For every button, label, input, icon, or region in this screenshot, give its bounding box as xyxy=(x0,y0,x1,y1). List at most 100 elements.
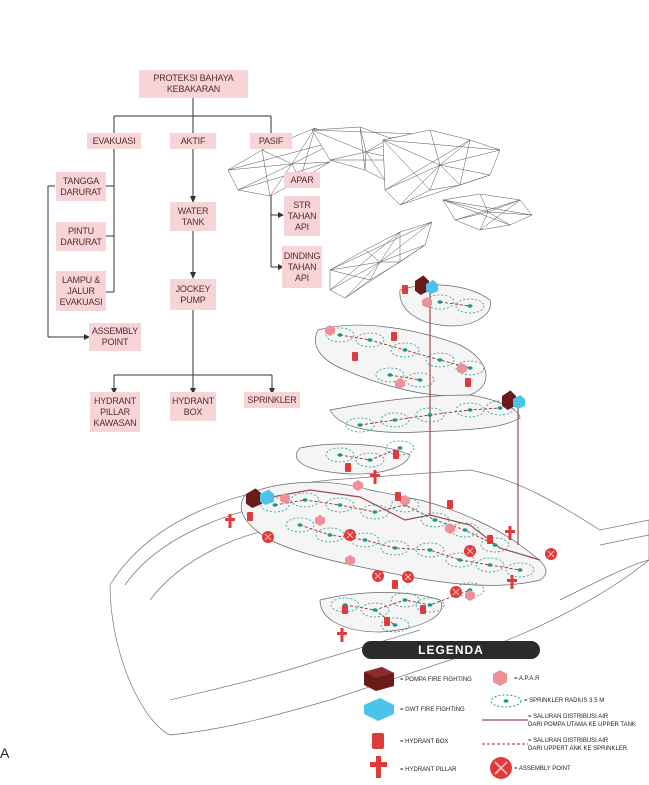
sprinkler-33 xyxy=(505,562,535,578)
sprinkler-31 xyxy=(445,552,475,568)
roof-5 xyxy=(329,221,433,299)
lampu-jalur-box: LAMPU & JALUR EVAKUASI xyxy=(56,271,106,311)
sprinkler-18 xyxy=(260,497,290,513)
hydrant-pillar-3 xyxy=(505,526,515,540)
hydrant-pillar-markers xyxy=(225,470,517,642)
hydrant-box-14 xyxy=(342,605,348,614)
sprinkler-17 xyxy=(385,440,415,456)
legend-apar-icon xyxy=(493,670,507,686)
legend-pompa-label: = POMPA FIRE FIGHTING xyxy=(400,677,472,683)
hydrant-box-5 xyxy=(393,450,399,459)
hydrant-box-7 xyxy=(247,512,253,521)
sprinkler-9 xyxy=(405,372,435,388)
hydrant-pillar-box: HYDRANT PILLAR KAWASAN xyxy=(90,392,140,432)
legend-gwt-label: = GWT FIRE FIGHTING xyxy=(400,707,465,713)
gwt-2 xyxy=(513,395,525,409)
sprinkler-19 xyxy=(290,492,320,508)
sprinkler-23 xyxy=(420,512,450,528)
pump-1 xyxy=(415,275,429,295)
hydrant-box-markers xyxy=(247,285,493,626)
pump-and-tank-markers xyxy=(246,275,525,508)
sprinkler-35 xyxy=(360,602,390,618)
platform-1 xyxy=(399,284,491,327)
sprinkler-13 xyxy=(455,402,485,418)
hydrant-pillar-1 xyxy=(225,514,235,528)
hydrant-box-4 xyxy=(465,378,471,387)
assembly-point-4 xyxy=(402,571,414,583)
gwt-1 xyxy=(426,280,438,294)
platform-2 xyxy=(314,324,487,397)
hydrant-box-6 xyxy=(345,463,351,472)
sprinkler-16 xyxy=(355,452,385,468)
legend-hydrant-pillar-icon xyxy=(370,756,387,778)
legend-symbols xyxy=(364,667,528,779)
hydrant-pillar-5 xyxy=(337,628,347,642)
sprinkler-21 xyxy=(360,504,390,520)
roof-wireframes xyxy=(227,126,533,299)
assembly-point-markers xyxy=(262,529,557,598)
dinding-tahan-api-box: DINDING TAHAN API xyxy=(282,246,322,288)
sprinkler-29 xyxy=(380,540,410,556)
sprinkler-14 xyxy=(485,400,515,416)
pasif-box: PASIF xyxy=(250,133,292,149)
sprinkler-line-7 xyxy=(299,524,521,571)
apar-2 xyxy=(325,325,335,336)
sprinkler-box: SPRINKLER xyxy=(244,392,300,408)
platform-5 xyxy=(240,481,547,586)
evakuasi-box: EVAKUASI xyxy=(87,133,141,149)
sprinkler-3 xyxy=(325,327,355,343)
hydrant-box-13 xyxy=(420,605,426,614)
legend-assembly-icon xyxy=(490,757,512,779)
sprinkler-15 xyxy=(325,447,355,463)
legend-gwt-icon xyxy=(364,698,394,721)
platform-3 xyxy=(329,394,521,433)
pump-2 xyxy=(502,390,516,410)
sprinkler-6 xyxy=(425,352,455,368)
apar-10 xyxy=(465,590,475,601)
hydrant-pillar-4 xyxy=(507,575,517,589)
legend-assembly-label: = ASSEMBLY POINT xyxy=(514,766,571,772)
sprinkler-7 xyxy=(455,360,485,376)
sprinkler-line-1 xyxy=(439,301,471,307)
sprinkler-25 xyxy=(480,537,510,553)
platform-4 xyxy=(295,443,411,475)
sprinkler-line-3 xyxy=(389,374,421,381)
gwt-3 xyxy=(260,489,274,505)
pump-3 xyxy=(246,488,262,508)
hydrant-box-box: HYDRANT BOX xyxy=(170,392,216,421)
sprinkler-36 xyxy=(390,592,420,608)
legend-hydrant-pillar-label: = HYDRANT PILLAR xyxy=(400,767,457,773)
root-box: PROTEKSI BAHAYA KEBAKARAN xyxy=(139,70,248,98)
building-platforms xyxy=(240,284,547,633)
sprinkler-4 xyxy=(355,332,385,348)
apar-3 xyxy=(395,378,405,389)
assembly-point-box: ASSEMBLY POINT xyxy=(89,323,141,351)
jockey-pump-box: JOCKEY PUMP xyxy=(170,279,216,310)
str-tahan-api-box: STR TAHAN API xyxy=(284,196,320,236)
sprinkler-2 xyxy=(455,298,485,314)
assembly-point-1 xyxy=(262,531,274,543)
sprinkler-37 xyxy=(415,597,445,613)
apar-5 xyxy=(353,480,363,491)
sprinkler-26 xyxy=(285,517,315,533)
corner-letter: A xyxy=(0,745,10,761)
apar-11 xyxy=(345,555,355,566)
legend-sprinkler-icon xyxy=(490,694,522,708)
sprinkler-8 xyxy=(375,367,405,383)
apar-4 xyxy=(457,363,467,374)
legend-hydrant-box-label: = HYDRANT BOX xyxy=(400,739,449,745)
apar-7 xyxy=(400,495,410,506)
hydrant-box-10 xyxy=(487,535,493,544)
legend-sprinkler-pipe-label: = SALURAN DISTRIBUSI AIR DARI UPPERT ANK… xyxy=(528,738,628,752)
assembly-point-7 xyxy=(545,548,557,560)
hydrant-pillar-2 xyxy=(370,470,380,484)
assembly-point-3 xyxy=(372,570,384,582)
water-tank-box: WATER TANK xyxy=(170,202,216,231)
aktif-box: AKTIF xyxy=(170,133,216,149)
sprinkler-12 xyxy=(415,407,445,423)
hydrant-box-12 xyxy=(384,617,390,626)
legend-main-pipe-label: = SALURAN DISTRIBUSI AIR DARI POMPA UTAM… xyxy=(528,714,636,728)
apar-1 xyxy=(422,297,432,308)
